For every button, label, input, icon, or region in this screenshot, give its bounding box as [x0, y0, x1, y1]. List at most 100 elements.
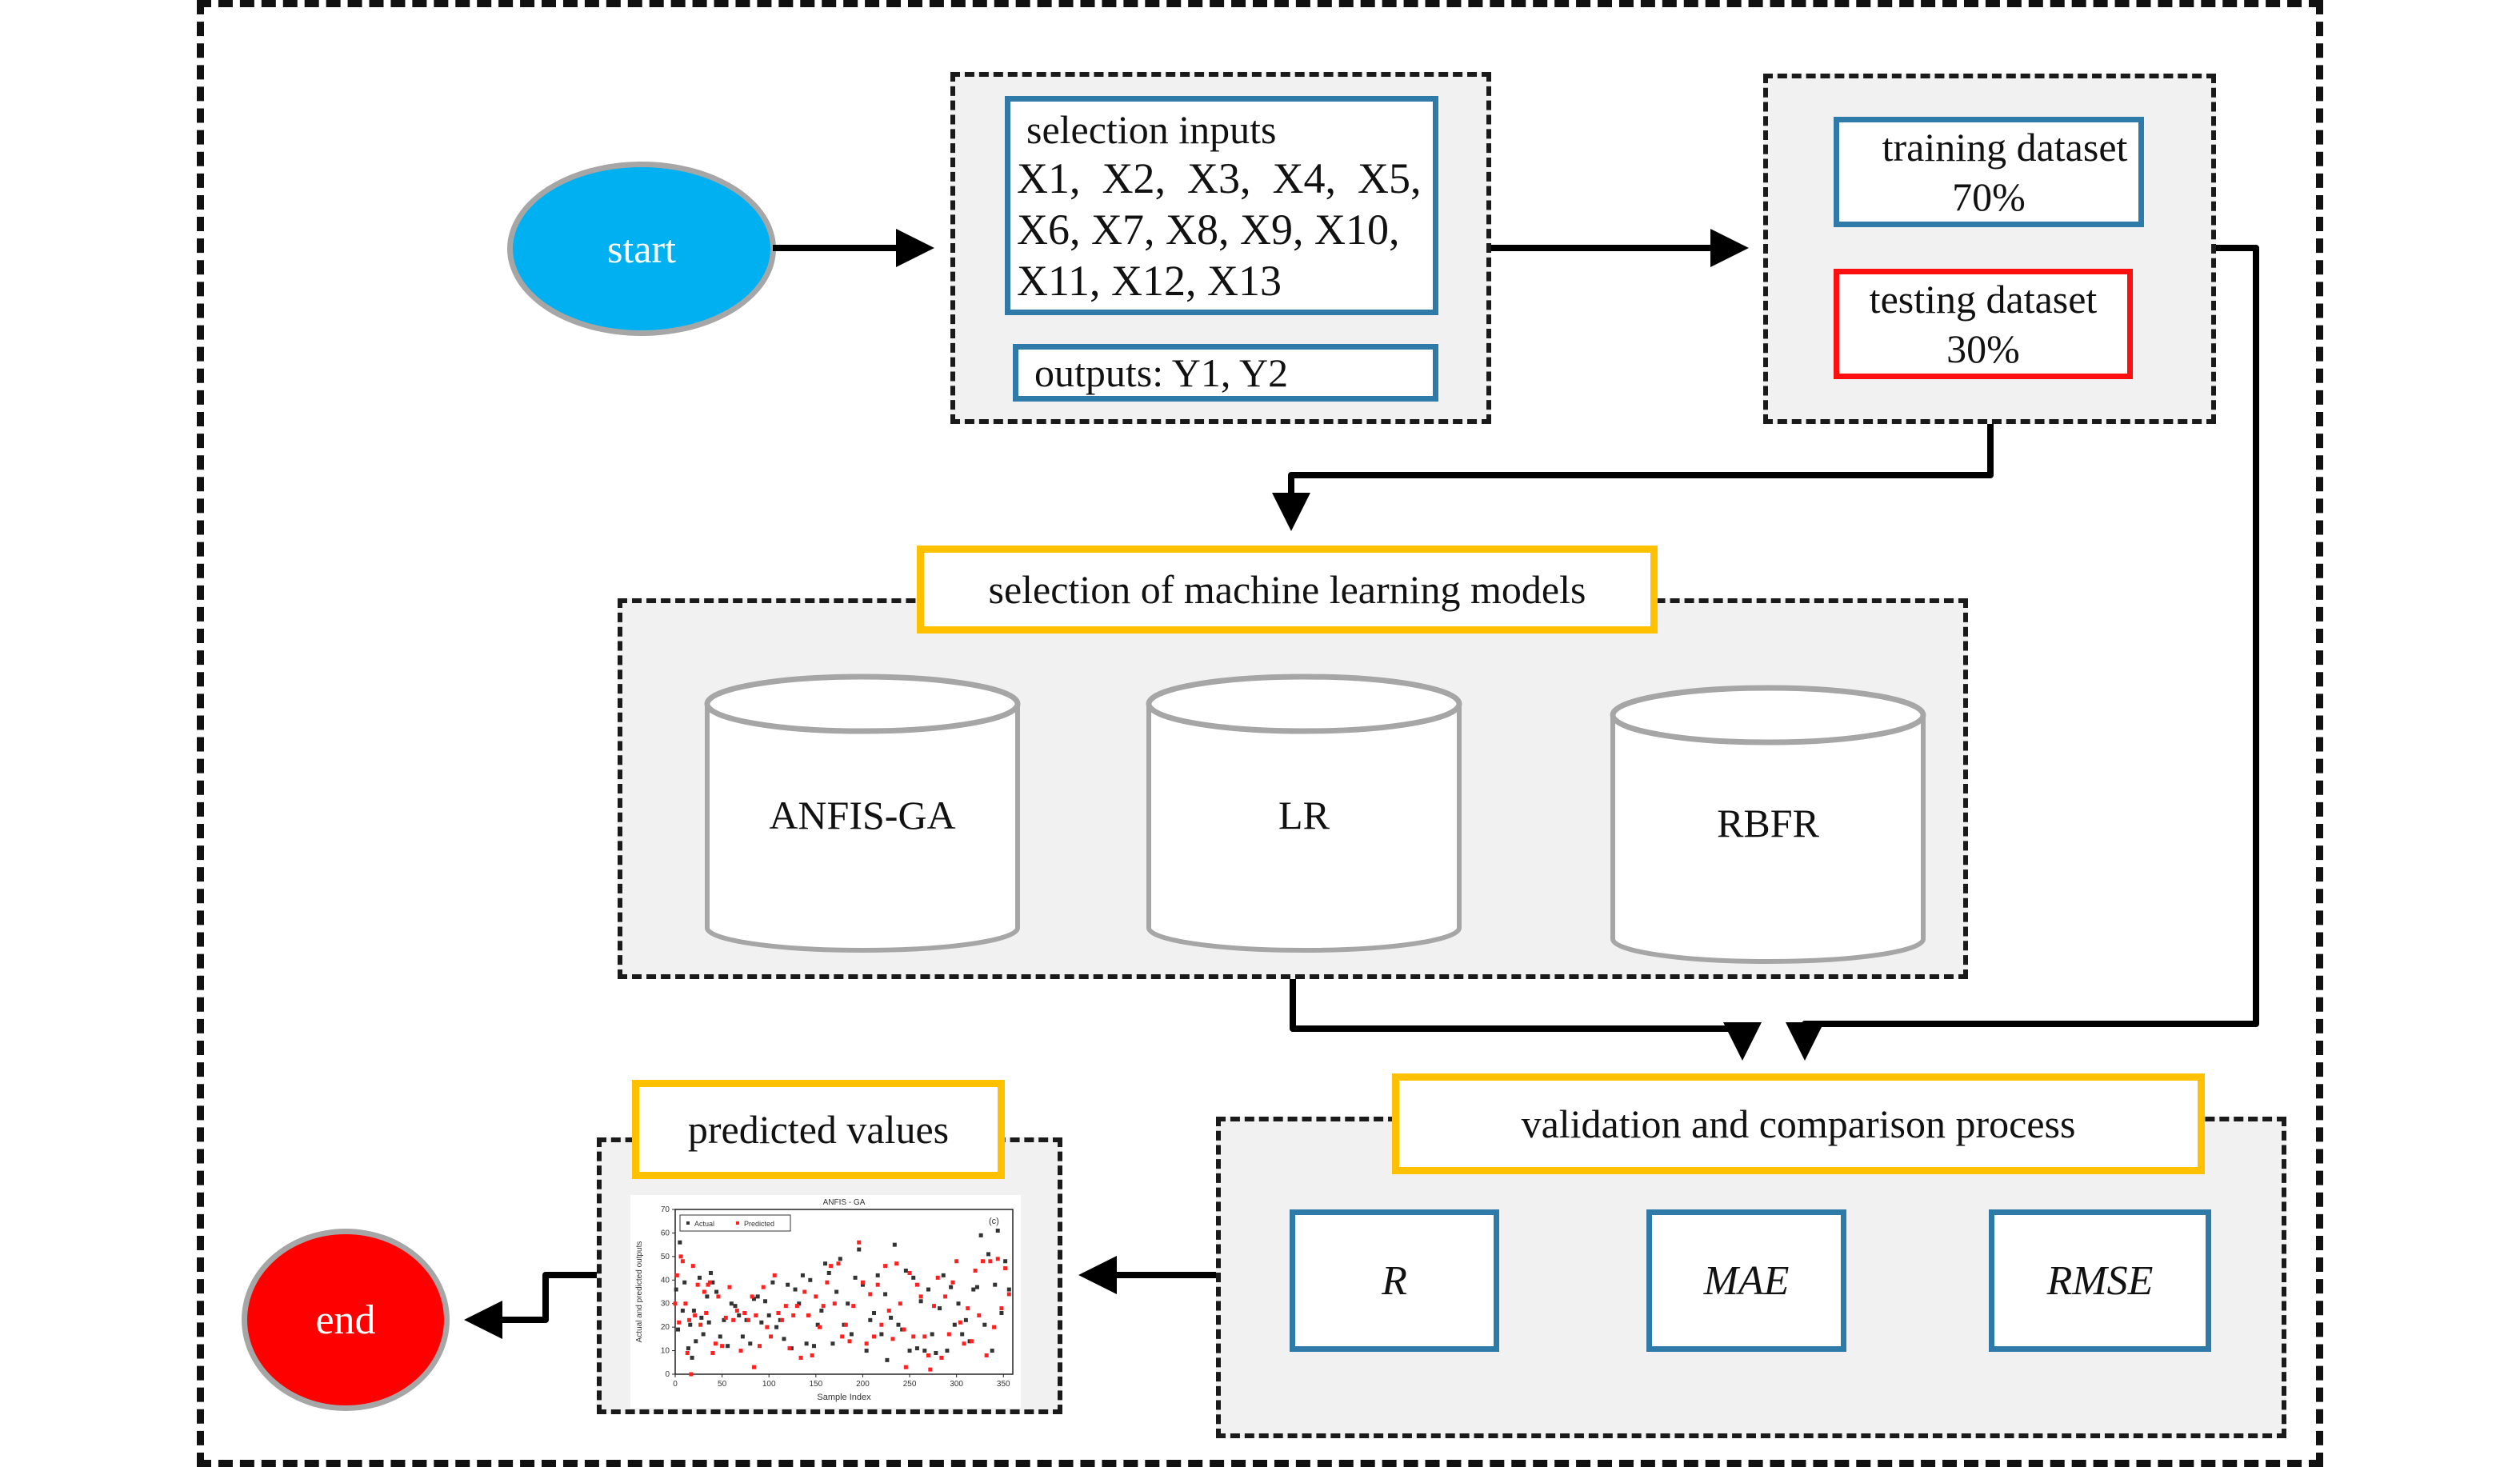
data-point-actual — [729, 1301, 734, 1306]
data-point-predicted — [787, 1346, 792, 1351]
data-point-predicted — [984, 1353, 989, 1357]
data-point-actual — [1006, 1287, 1011, 1292]
data-point-actual — [737, 1313, 742, 1317]
data-point-predicted — [995, 1257, 1000, 1261]
data-point-actual — [733, 1304, 738, 1309]
data-point-predicted — [702, 1289, 706, 1294]
plot-area — [674, 1209, 1014, 1375]
data-point-actual — [697, 1275, 702, 1280]
data-point-actual — [999, 1310, 1004, 1315]
data-point-actual — [857, 1247, 862, 1252]
data-point-predicted — [704, 1310, 709, 1315]
data-point-predicted — [746, 1317, 750, 1322]
data-point-actual — [718, 1334, 722, 1339]
data-point-actual — [872, 1310, 877, 1315]
data-point-predicted — [783, 1304, 788, 1309]
data-point-actual — [960, 1332, 965, 1337]
data-point-actual — [978, 1233, 983, 1237]
data-point-predicted — [821, 1304, 826, 1309]
data-point-predicted — [750, 1294, 754, 1299]
data-point-predicted — [894, 1261, 899, 1266]
x-tick-label: 300 — [950, 1380, 963, 1389]
data-point-predicted — [818, 1325, 822, 1329]
model-label-container: LR — [1149, 792, 1459, 840]
data-point-actual — [826, 1270, 831, 1275]
legend-marker-predicted — [736, 1221, 739, 1225]
data-point-predicted — [999, 1306, 1004, 1311]
data-point-predicted — [840, 1334, 845, 1339]
data-point-actual — [1003, 1259, 1008, 1264]
data-point-predicted — [875, 1282, 880, 1287]
data-point-predicted — [832, 1301, 837, 1306]
data-point-actual — [763, 1299, 768, 1304]
data-point-actual — [934, 1351, 938, 1356]
data-point-actual — [680, 1309, 685, 1313]
selection-inputs-box[interactable]: selection inputs X1, X2, X3, X4, X5, X6,… — [1005, 96, 1438, 315]
model-label-anfis-ga: ANFIS-GA — [769, 793, 956, 837]
metric-mae-label: MAE — [1703, 1257, 1790, 1304]
metric-rmse-box[interactable]: RMSE — [1989, 1209, 2211, 1352]
data-point-actual — [995, 1228, 1000, 1233]
data-point-predicted — [806, 1313, 810, 1317]
data-point-predicted — [966, 1306, 970, 1311]
data-point-actual — [691, 1309, 696, 1313]
data-point-actual — [911, 1275, 916, 1280]
y-tick-label: 10 — [661, 1347, 670, 1356]
data-point-actual — [811, 1344, 816, 1349]
data-point-predicted — [836, 1261, 841, 1266]
data-point-actual — [860, 1282, 865, 1287]
data-point-predicted — [977, 1313, 982, 1317]
data-point-predicted — [860, 1280, 865, 1285]
data-point-predicted — [798, 1355, 803, 1360]
end-node[interactable]: end — [242, 1229, 450, 1411]
data-point-predicted — [814, 1294, 818, 1299]
data-point-predicted — [851, 1304, 856, 1309]
x-tick-label: 0 — [673, 1380, 678, 1389]
data-point-predicted — [706, 1282, 710, 1287]
data-point-predicted — [751, 1365, 756, 1369]
data-point-actual — [823, 1261, 828, 1266]
predicted-title-box[interactable]: predicted values — [632, 1080, 1005, 1179]
data-point-actual — [726, 1344, 730, 1349]
data-point-predicted — [761, 1285, 766, 1289]
data-point-predicted — [698, 1322, 703, 1327]
data-point-predicted — [958, 1320, 962, 1325]
validation-title: validation and comparison process — [1521, 1101, 2076, 1146]
data-point-actual — [748, 1341, 753, 1346]
y-tick-label: 20 — [661, 1323, 670, 1332]
data-point-predicted — [907, 1270, 912, 1275]
data-point-predicted — [769, 1334, 774, 1339]
y-axis-label: Actual and predicted outputs — [635, 1241, 644, 1343]
data-point-predicted — [776, 1310, 781, 1315]
data-point-actual — [782, 1337, 786, 1341]
data-point-actual — [770, 1280, 775, 1285]
metric-mae-box[interactable]: MAE — [1646, 1209, 1846, 1352]
models-title-box[interactable]: selection of machine learning models — [917, 546, 1658, 634]
testing-dataset-box[interactable]: testing dataset 30% — [1834, 269, 2133, 379]
data-point-predicted — [890, 1337, 895, 1341]
validation-title-box[interactable]: validation and comparison process — [1392, 1073, 2205, 1174]
data-point-actual — [678, 1240, 682, 1245]
data-point-actual — [834, 1289, 839, 1294]
training-dataset-box[interactable]: training dataset 70% — [1834, 117, 2144, 227]
start-node[interactable]: start — [507, 162, 776, 336]
models-title: selection of machine learning models — [988, 567, 1586, 612]
data-point-predicted — [772, 1273, 777, 1277]
data-point-actual — [686, 1346, 690, 1351]
outputs-box[interactable]: outputs: Y1, Y2 — [1013, 344, 1438, 402]
training-label: training dataset — [1882, 125, 2128, 170]
y-tick-label: 60 — [661, 1229, 670, 1237]
data-point-predicted — [685, 1351, 690, 1356]
data-point-predicted — [689, 1372, 694, 1377]
x-tick-label: 200 — [856, 1380, 870, 1389]
data-point-predicted — [713, 1341, 718, 1346]
data-point-predicted — [695, 1282, 700, 1287]
metric-rmse-label: RMSE — [2046, 1257, 2154, 1304]
data-point-actual — [922, 1349, 927, 1353]
x-tick-label: 250 — [903, 1380, 917, 1389]
data-point-actual — [676, 1327, 681, 1332]
data-point-predicted — [872, 1334, 877, 1339]
selection-inputs-title: selection inputs — [1026, 107, 1277, 152]
metric-r-box[interactable]: R — [1290, 1209, 1499, 1352]
